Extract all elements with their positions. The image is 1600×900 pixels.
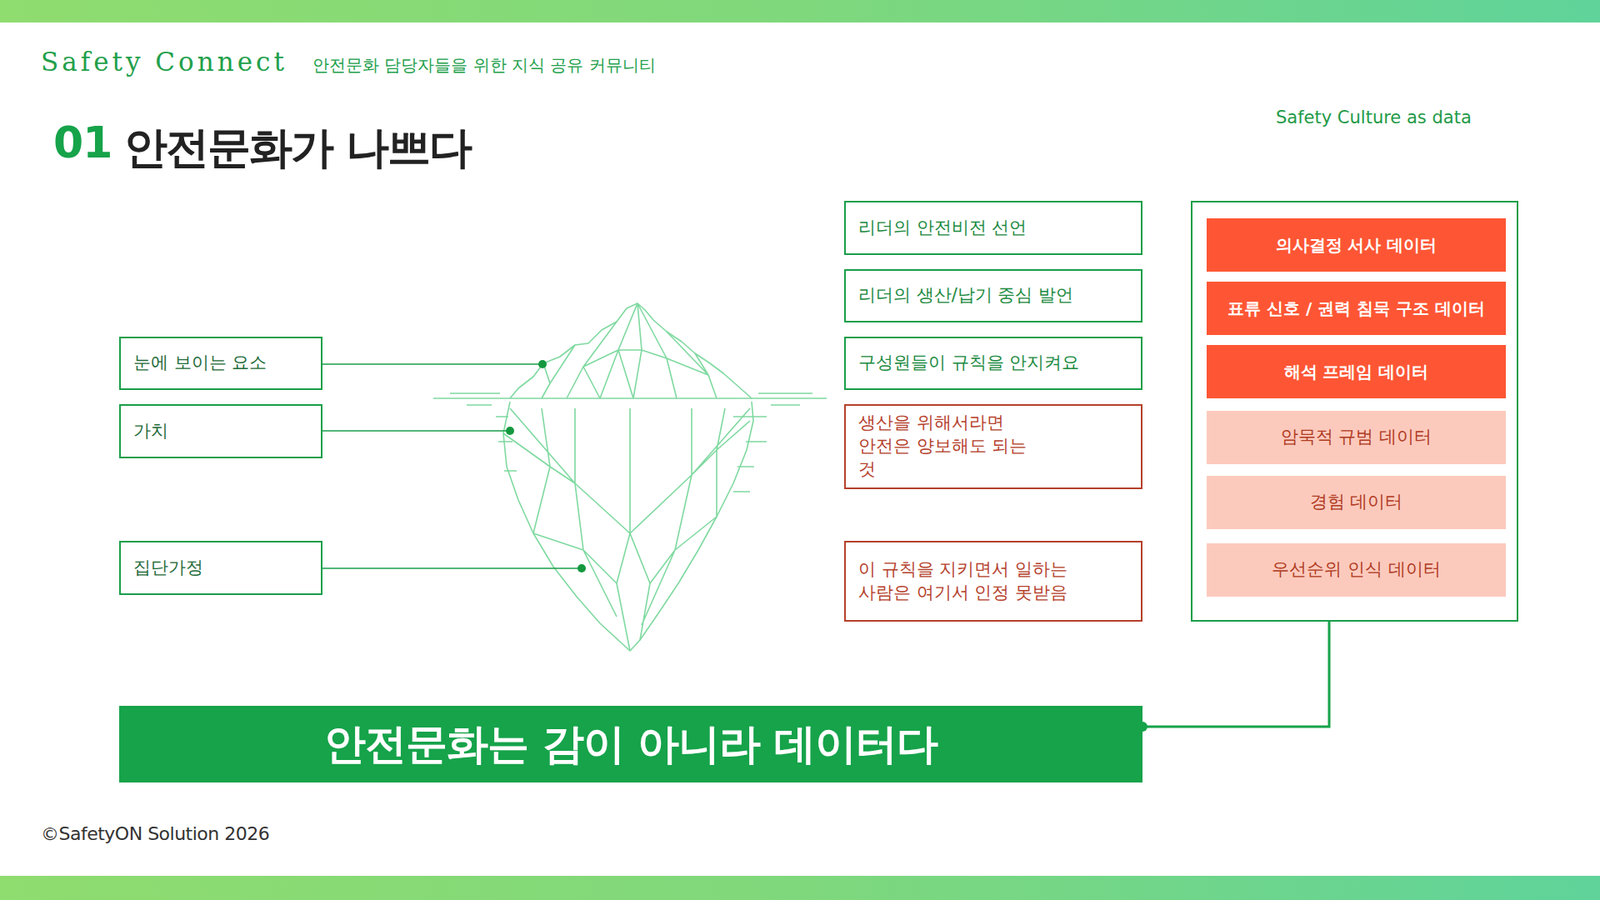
box-text: 리더의 생산/납기 중심 발언 bbox=[858, 284, 1074, 308]
leader-dot bbox=[538, 360, 547, 369]
example-box: 이 규칙을 지키면서 일하는 사람은 여기서 인정 못받음 bbox=[844, 540, 1143, 622]
data-type-box: 표류 신호 / 권력 침묵 구조 데이터 bbox=[1206, 281, 1506, 335]
data-type-box: 암묵적 규범 데이터 bbox=[1206, 410, 1506, 465]
box-text: 집단가정 bbox=[133, 556, 204, 580]
box-text: 이 규칙을 지키면서 일하는 사람은 여기서 인정 못받음 bbox=[858, 558, 1100, 605]
data-type-box: 우선순위 인식 데이터 bbox=[1206, 543, 1506, 597]
connector-line bbox=[1142, 621, 1330, 727]
box-text: 해석 프레임 데이터 bbox=[1284, 360, 1430, 383]
example-box: 리더의 안전비전 선언 bbox=[844, 200, 1143, 255]
layer-box: 집단가정 bbox=[119, 540, 323, 595]
iceberg-group bbox=[433, 303, 827, 651]
example-box: 리더의 생산/납기 중심 발언 bbox=[844, 269, 1143, 323]
data-type-box: 해석 프레임 데이터 bbox=[1206, 345, 1506, 399]
leader-dot bbox=[505, 426, 515, 435]
leader-line bbox=[322, 363, 543, 365]
data-type-box: 의사결정 서사 데이터 bbox=[1206, 218, 1506, 272]
data-group-box: Safety Culture as data의사결정 서사 데이터표류 신호 /… bbox=[1190, 200, 1519, 622]
box-text: 구성원들이 규칙을 안지켜요 bbox=[858, 351, 1080, 375]
section-number: 01 bbox=[53, 117, 112, 168]
example-box: 구성원들이 규칙을 안지켜요 bbox=[844, 336, 1143, 390]
box-text: 경험 데이터 bbox=[1310, 490, 1404, 515]
iceberg-bottom-outline bbox=[503, 401, 754, 651]
box-text: 우선순위 인식 데이터 bbox=[1271, 558, 1440, 582]
iceberg-top-outline bbox=[510, 303, 752, 399]
group-heading: Safety Culture as data bbox=[1275, 106, 1543, 130]
leader-lines bbox=[322, 360, 586, 573]
connector bbox=[1137, 621, 1330, 732]
iceberg-top-facets bbox=[541, 303, 717, 399]
box-text: 안전문화는 감이 아니라 데이터다 bbox=[324, 716, 937, 772]
tagline: 안전문화 담당자들을 위한 지식 공유 커뮤니티 bbox=[312, 54, 656, 77]
box-text: 리더의 안전비전 선언 bbox=[858, 216, 1027, 240]
box-text: 가치 bbox=[133, 420, 169, 444]
leader-dot bbox=[577, 564, 586, 573]
water-line bbox=[433, 397, 827, 400]
example-box: 생산을 위해서라면 안전은 양보해도 되는 것 bbox=[844, 404, 1143, 490]
top-gradient-bar bbox=[0, 0, 1600, 23]
brand-name: Safety Connect bbox=[40, 46, 288, 77]
conclusion-band: 안전문화는 감이 아니라 데이터다 bbox=[119, 705, 1143, 783]
leader-line bbox=[322, 567, 582, 570]
bottom-gradient-bar bbox=[0, 875, 1600, 900]
box-text: 표류 신호 / 권력 침묵 구조 데이터 bbox=[1227, 297, 1485, 320]
layer-box: 눈에 보이는 요소 bbox=[119, 336, 323, 390]
iceberg-bottom-facets bbox=[503, 408, 750, 651]
box-text: 의사결정 서사 데이터 bbox=[1275, 234, 1438, 256]
leader-line bbox=[322, 430, 510, 432]
data-type-box: 경험 데이터 bbox=[1206, 475, 1506, 530]
slide-title: 안전문화가 나쁘다 bbox=[124, 120, 471, 175]
layer-box: 가치 bbox=[119, 404, 323, 459]
copyright-footer: ©SafetyON Solution 2026 bbox=[40, 823, 270, 845]
box-text: 눈에 보이는 요소 bbox=[133, 351, 267, 375]
box-text: 생산을 위해서라면 안전은 양보해도 되는 것 bbox=[858, 411, 1042, 481]
box-text: 암묵적 규범 데이터 bbox=[1280, 425, 1432, 450]
